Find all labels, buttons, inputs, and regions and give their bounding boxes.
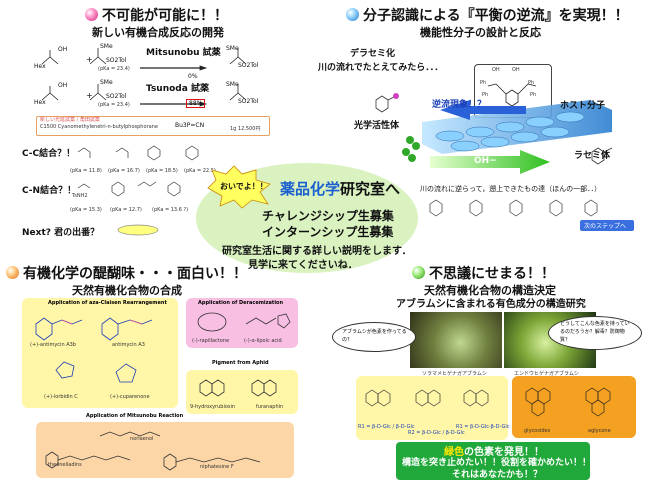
pigment-structures-yellow [356, 376, 508, 440]
reaction-scheme [41, 48, 247, 107]
yellow-pigment-structures [365, 389, 489, 407]
river-diagram [375, 93, 613, 174]
tsunoda-yield: 88% [186, 99, 206, 108]
bottom-right-subtitle: 天然有機化合物の構造決定 [424, 284, 556, 297]
blue-bullet-icon [346, 8, 359, 21]
visit-line: 見学に来てくださいね． [248, 260, 358, 271]
green-bullet-icon [412, 266, 425, 279]
info-line: 研究室生活に関する詳しい説明をします． [222, 246, 412, 257]
pigment-structures-orange [512, 376, 636, 438]
aphid-pigment-box [186, 370, 298, 414]
orange-bullet-icon [6, 266, 19, 279]
green-callout-line3: それはあなたかも！？ [452, 470, 543, 480]
cn-bond-label: C-N結合？！ [22, 186, 77, 196]
deracemization-structures [197, 312, 291, 332]
host-molecule [487, 83, 537, 107]
cc-bond-label: C-C結合？！ [22, 149, 76, 159]
bottom-left-subtitle: 天然有機化合物の合成 [72, 284, 182, 297]
aza-claisen-structures [35, 317, 153, 383]
green-callout-line1: 緑色の色素を発見！！ [444, 447, 544, 458]
speech-bubble-1 [332, 322, 416, 352]
burst-label: おいでよ！！ [220, 182, 268, 191]
pink-bullet-icon [85, 8, 98, 21]
deracemization-box [186, 298, 298, 348]
mitsunobu-label: Mitsunobu 試薬 [146, 48, 221, 58]
top-right-subtitle: 機能性分子の設計と反応 [420, 26, 541, 39]
mitsunobu-application-structures [45, 431, 261, 471]
next-step-button[interactable]: 次のステップへ [580, 220, 635, 231]
top-left-subtitle: 新しい有機合成反応の開発 [92, 26, 224, 39]
aphid-pigment-structures [199, 379, 277, 397]
top-right-title: 分子認識による『平衡の逆流』を実現！！ [363, 8, 629, 24]
reverse-flow-label: 逆流現象！？ [432, 100, 487, 110]
burst-shape [207, 165, 271, 209]
challenge-recruit: チャレンジシップ生募集 [262, 209, 394, 223]
mitsunobu-application-box [36, 422, 294, 478]
bottom-right-title: 不思議にせまる！！ [429, 266, 555, 282]
bottom-left-title: 有機化学の醍醐味・・・面白い！！ [23, 266, 247, 282]
mitsunobu-yield: 0% [188, 73, 198, 80]
pronucleophile-structures [77, 145, 199, 236]
aphid-photo-1 [410, 312, 502, 368]
lab-title: 薬品化学研究室へ [280, 180, 401, 198]
product-structures [429, 199, 598, 217]
aza-claisen-box [22, 298, 178, 408]
reagent-box [36, 116, 270, 136]
orange-pigment-structures [525, 387, 611, 417]
green-callout-box [396, 442, 590, 480]
aphid-research-subtitle: アブラムシに含まれる有色成分の構造研究 [396, 299, 586, 310]
speech-bubble-2 [548, 316, 642, 350]
top-left-title: 不可能が可能に！！ [102, 8, 228, 24]
tsunoda-label: Tsunoda 試薬 [146, 84, 209, 94]
next-label: Next? 君の出番？ [22, 228, 100, 238]
green-callout-line2: 構造を突き止めたい！！役割を確かめたい！！ [402, 458, 592, 468]
internship-recruit: インターンシップ生募集 [262, 225, 394, 239]
hydroxide-label: OH− [474, 156, 497, 166]
